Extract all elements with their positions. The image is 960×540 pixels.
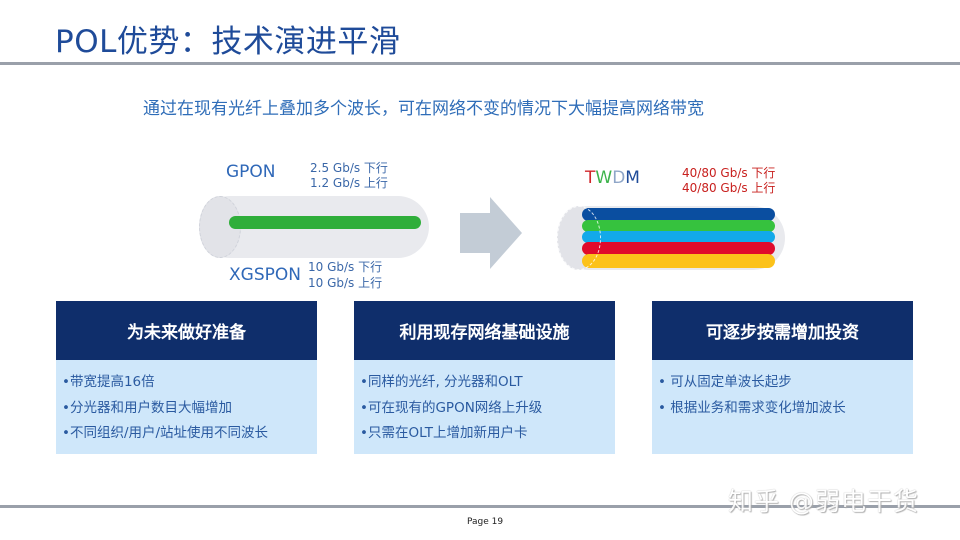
list-item: •同样的光纤, 分光器和OLT bbox=[360, 374, 523, 390]
list-item: • 可从固定单波长起步 bbox=[658, 374, 792, 390]
fiber-strand-cyan bbox=[582, 231, 775, 243]
twdm-letter-m: M bbox=[625, 168, 640, 188]
card-bullet-list: • 可从固定单波长起步 • 根据业务和需求变化增加波长 bbox=[652, 360, 913, 421]
fiber-strand-green bbox=[582, 220, 775, 232]
list-item: •可在现有的GPON网络上升级 bbox=[360, 399, 543, 416]
twdm-upstream-speed: 40/80 Gb/s 上行 bbox=[682, 181, 776, 195]
twdm-label: TWDM bbox=[585, 168, 640, 188]
gpon-label: GPON bbox=[226, 162, 276, 182]
title-divider bbox=[0, 62, 960, 65]
gpon-xgspon-diagram: GPON 2.5 Gb/s 下行 1.2 Gb/s 上行 XGSPON 10 G… bbox=[0, 0, 429, 290]
gpon-upstream-speed: 1.2 Gb/s 上行 bbox=[310, 176, 388, 190]
list-item: •只需在OLT上增加新用户卡 bbox=[360, 425, 528, 441]
watermark: 知乎 @弱电干货 bbox=[728, 487, 919, 516]
fiber-cable-end-outline bbox=[557, 206, 601, 270]
card-body: • 可从固定单波长起步 • 根据业务和需求变化增加波长 bbox=[652, 360, 913, 454]
fiber-strand-yellow bbox=[582, 254, 775, 268]
subtitle: 通过在现有光纤上叠加多个波长，可在网络不变的情况下大幅提高网络带宽 bbox=[143, 99, 704, 119]
xgspon-upstream-speed: 10 Gb/s 上行 bbox=[308, 276, 383, 290]
twdm-letter-w: W bbox=[595, 168, 613, 188]
card-body: •同样的光纤, 分光器和OLT •可在现有的GPON网络上升级 •只需在OLT上… bbox=[354, 360, 615, 454]
list-item: • 根据业务和需求变化增加波长 bbox=[658, 399, 846, 416]
twdm-letter-t: T bbox=[585, 168, 596, 188]
card-heading: 为未来做好准备 bbox=[56, 301, 317, 360]
page-title: POL优势：技术演进平滑 bbox=[55, 24, 401, 60]
card-heading: 利用现存网络基础设施 bbox=[354, 301, 615, 360]
card-existing-infrastructure: 利用现存网络基础设施 •同样的光纤, 分光器和OLT •可在现有的GPON网络上… bbox=[354, 301, 615, 454]
twdm-downstream-speed: 40/80 Gb/s 下行 bbox=[682, 166, 776, 180]
fiber-strand-red bbox=[582, 242, 775, 255]
twdm-diagram: TWDM 40/80 Gb/s 下行 40/80 Gb/s 上行 bbox=[0, 0, 785, 270]
card-incremental-investment: 可逐步按需增加投资 • 可从固定单波长起步 • 根据业务和需求变化增加波长 bbox=[652, 301, 913, 454]
list-item: •分光器和用户数目大幅增加 bbox=[62, 399, 232, 416]
card-bullet-list: •带宽提高16倍 •分光器和用户数目大幅增加 •不同组织/用户/站址使用不同波长 bbox=[56, 360, 317, 447]
page-number: Page 19 bbox=[467, 517, 504, 527]
fiber-strand-green bbox=[229, 216, 421, 229]
xgspon-downstream-speed: 10 Gb/s 下行 bbox=[308, 260, 383, 274]
twdm-letter-d: D bbox=[612, 168, 626, 188]
right-arrow-icon bbox=[460, 197, 522, 269]
list-item: •不同组织/用户/站址使用不同波长 bbox=[62, 425, 269, 441]
gpon-downstream-speed: 2.5 Gb/s 下行 bbox=[310, 161, 388, 175]
card-future-ready: 为未来做好准备 •带宽提高16倍 •分光器和用户数目大幅增加 •不同组织/用户/… bbox=[56, 301, 317, 454]
fiber-strand-blue bbox=[582, 208, 775, 221]
xgspon-label: XGSPON bbox=[229, 265, 301, 285]
list-item: •带宽提高16倍 bbox=[62, 374, 155, 390]
card-heading: 可逐步按需增加投资 bbox=[652, 301, 913, 360]
card-body: •带宽提高16倍 •分光器和用户数目大幅增加 •不同组织/用户/站址使用不同波长 bbox=[56, 360, 317, 454]
footer-divider bbox=[0, 505, 960, 508]
card-bullet-list: •同样的光纤, 分光器和OLT •可在现有的GPON网络上升级 •只需在OLT上… bbox=[354, 360, 615, 447]
